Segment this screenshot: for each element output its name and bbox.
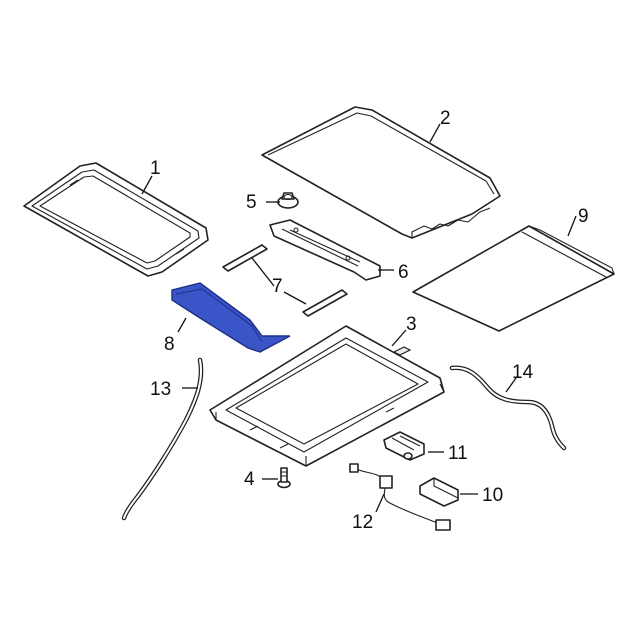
callout-12: 12 xyxy=(352,512,373,533)
part-3-sunroof-frame[interactable] xyxy=(209,325,445,467)
callout-11: 11 xyxy=(448,443,468,464)
callout-8: 8 xyxy=(164,334,175,355)
part-13-drain-tube[interactable] xyxy=(121,357,204,521)
part-12-wire-harness[interactable] xyxy=(349,463,451,531)
callout-10: 10 xyxy=(482,485,503,506)
leader-lines xyxy=(141,123,577,513)
part-5-nut[interactable] xyxy=(277,192,299,209)
part-6-bracket[interactable] xyxy=(269,219,381,281)
part-8-wind-deflector[interactable] xyxy=(171,282,291,353)
callout-13: 13 xyxy=(150,379,171,400)
callout-6: 6 xyxy=(398,262,409,283)
part-14-drain-tube[interactable] xyxy=(449,365,567,451)
part-2-roof-panel[interactable] xyxy=(261,106,501,239)
callout-14: 14 xyxy=(512,362,534,383)
part-9-sunshade[interactable] xyxy=(412,225,615,332)
part-1-glass-panel[interactable] xyxy=(23,162,209,277)
part-4-bolt[interactable] xyxy=(277,467,291,489)
callout-9: 9 xyxy=(578,206,589,227)
callout-2: 2 xyxy=(440,108,451,129)
callout-3: 3 xyxy=(406,314,417,335)
callout-4: 4 xyxy=(244,469,255,490)
part-10-control-module[interactable] xyxy=(419,477,459,507)
callout-5: 5 xyxy=(246,192,257,213)
callout-7: 7 xyxy=(272,276,283,297)
part-7-trim-strips[interactable] xyxy=(222,244,348,317)
part-11-motor[interactable] xyxy=(383,431,425,461)
callout-labels: 1 2 3 4 5 6 7 8 9 10 11 12 13 14 xyxy=(150,108,589,533)
callout-1: 1 xyxy=(150,158,161,179)
